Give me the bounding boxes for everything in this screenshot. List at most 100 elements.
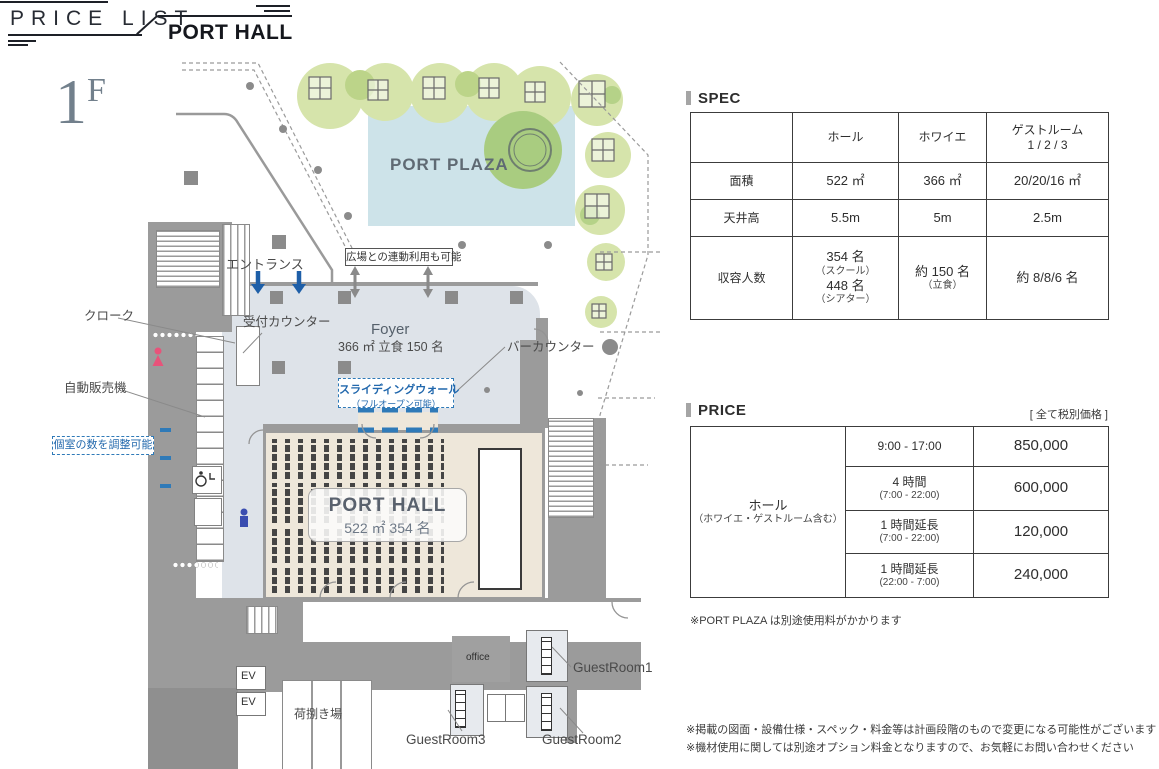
- price-value-cell: 850,000: [973, 426, 1109, 467]
- spec-col-foyer: ホワイエ: [898, 112, 987, 163]
- capacity-hall-theater: 448 名: [826, 278, 865, 293]
- header-decor-line: [158, 15, 292, 17]
- price-row: ホール （ホワイエ・ゲストルーム含む） 9:00 - 17:00 850,000: [690, 426, 1109, 598]
- sliding-wall-note-box: スライディングウォール （フルオープン可能）: [338, 378, 460, 409]
- seating-rows: [272, 567, 444, 593]
- guest-room-2: [526, 686, 568, 738]
- price-time-cell: 1 時間延長 (7:00 - 22:00): [845, 510, 974, 554]
- area-foyer: 366 ㎡: [898, 162, 987, 200]
- door-arcs: [248, 328, 629, 619]
- capacity-foyer-value: 約 150 名: [915, 263, 970, 279]
- tax-note: [ 全て税別価格 ]: [1029, 409, 1108, 421]
- meeting-table-icon: [541, 637, 552, 675]
- guestroom1-label: GuestRoom1: [573, 660, 653, 675]
- cloak-label: クローク: [84, 309, 135, 323]
- price-item: ホール: [748, 497, 788, 513]
- seating-rows: [272, 439, 444, 479]
- price-table: ホール （ホワイエ・ゲストルーム含む） 9:00 - 17:00 850,000…: [690, 426, 1109, 598]
- wall-segment: [437, 424, 545, 432]
- page-title: PRICE LIST: [10, 7, 195, 30]
- counter-dots: [152, 332, 196, 338]
- wall-segment: [148, 688, 238, 769]
- wall-segment: [548, 516, 606, 602]
- price-row: 1 時間延長 (22:00 - 7:00) 240,000: [691, 553, 1109, 598]
- price-time: 1 時間延長: [880, 561, 939, 576]
- guestroom2-label: GuestRoom2: [542, 732, 622, 747]
- section-bar-icon: [686, 91, 691, 105]
- foyer-title: Foyer: [371, 321, 410, 338]
- price-value-cell: 120,000: [973, 510, 1109, 554]
- foyer-spec-label: 366 ㎡ 立食 150 名: [338, 340, 444, 354]
- header-decor-line: [8, 44, 28, 46]
- hall-name-label: PORT HALL: [328, 495, 447, 516]
- price-value-cell: 600,000: [973, 466, 1109, 511]
- price-section-header: PRICE: [686, 402, 746, 419]
- plaza-label: PORT PLAZA: [390, 155, 509, 174]
- guestroom3-label: GuestRoom3: [406, 732, 486, 747]
- sliding-wall-dashes: [358, 407, 438, 433]
- sliding-wall-sub: （フルオープン可能）: [351, 399, 441, 409]
- spec-table: ホール ホワイエ ゲストルーム 1 / 2 / 3 面積 522 ㎡ 366 ㎡…: [690, 112, 1109, 320]
- spec-row-ceiling: 天井高 5.5m 5m 2.5m: [690, 199, 1109, 237]
- price-title: PRICE: [698, 402, 747, 419]
- hall-spec-label: 522 ㎡ 354 名: [344, 520, 431, 536]
- row-label: 天井高: [690, 199, 793, 237]
- meeting-table-icon: [541, 693, 552, 731]
- stairs: [156, 230, 220, 288]
- hall-name-title: PORT HALL: [168, 21, 293, 44]
- dock-lane-line: [340, 681, 342, 769]
- sliding-wall-label: スライディングウォール: [339, 384, 460, 396]
- spec-title: SPEC: [698, 90, 741, 107]
- cloak-counter: [236, 326, 260, 386]
- plaza-fee-note: ※PORT PLAZA は別途使用料がかかります: [690, 615, 902, 627]
- fountain-icon: [508, 128, 552, 172]
- capacity-hall: 354 名 （スクール） 448 名 （シアター）: [792, 236, 899, 320]
- spec-col-guest: ゲストルーム 1 / 2 / 3: [986, 112, 1109, 163]
- price-time-sub: (7:00 - 22:00): [879, 489, 940, 501]
- price-value-cell: 240,000: [973, 553, 1109, 598]
- price-time: 4 時間: [892, 474, 927, 489]
- price-time-sub: (7:00 - 22:00): [879, 533, 940, 545]
- row-label: 収容人数: [690, 236, 793, 320]
- floor-number: 1: [55, 66, 87, 137]
- header-decor-line: [8, 40, 36, 42]
- vending-label: 自動販売機: [64, 381, 127, 395]
- price-item-sub: （ホワイエ・ゲストルーム含む）: [693, 513, 843, 525]
- plaza-link-arrow-icons: [350, 266, 433, 298]
- price-row: 4 時間 (7:00 - 22:00) 600,000: [691, 466, 1109, 511]
- dock-lane-line: [311, 681, 313, 769]
- capacity-hall-school: 354 名: [826, 249, 865, 265]
- area-guest: 20/20/16 ㎡: [986, 162, 1109, 200]
- spec-col-hall: ホール: [792, 112, 899, 163]
- grand-stairs: [548, 418, 594, 518]
- row-label: 面積: [690, 162, 793, 200]
- south-corridor: [303, 602, 641, 642]
- service-room: [194, 498, 222, 526]
- elevator: [236, 666, 266, 690]
- capacity-guest: 約 8/8/6 名: [986, 236, 1109, 320]
- wall-segment: [148, 330, 196, 620]
- wall-segment: [263, 424, 359, 432]
- stall-divider: [505, 695, 507, 721]
- wall-segment: [520, 340, 548, 426]
- office-room: [452, 636, 510, 682]
- disclaimer-line-2: ※機材使用に関しては別途オプション料金となりますので、お気軽にお問い合わせくださ…: [686, 741, 1134, 754]
- ev1-label: EV: [241, 670, 256, 682]
- stage: [478, 448, 522, 590]
- elevator: [236, 692, 266, 716]
- spec-col-guest-line1: ゲストルーム: [1011, 122, 1084, 137]
- site-boundary-dashed: [182, 61, 660, 470]
- loading-dock: [282, 680, 372, 769]
- wall-segment: [303, 598, 641, 602]
- floor-plan: 1F: [0, 55, 690, 769]
- price-time-cell: 9:00 - 17:00: [845, 426, 974, 467]
- spec-row-area: 面積 522 ㎡ 366 ㎡ 20/20/16 ㎡: [690, 162, 1109, 200]
- female-icon: [152, 347, 164, 366]
- restroom-cells: [487, 694, 525, 722]
- area-hall: 522 ㎡: [792, 162, 899, 200]
- disclaimer-notes: ※掲載の図面・設備仕様・スペック・料金等は計画段階のもので変更になる可能性がござ…: [686, 722, 1156, 757]
- ev2-label: EV: [241, 696, 256, 708]
- plaza-note-box: 広場との連動利用も可能: [345, 248, 461, 266]
- reception-label: 受付カウンター: [243, 315, 331, 329]
